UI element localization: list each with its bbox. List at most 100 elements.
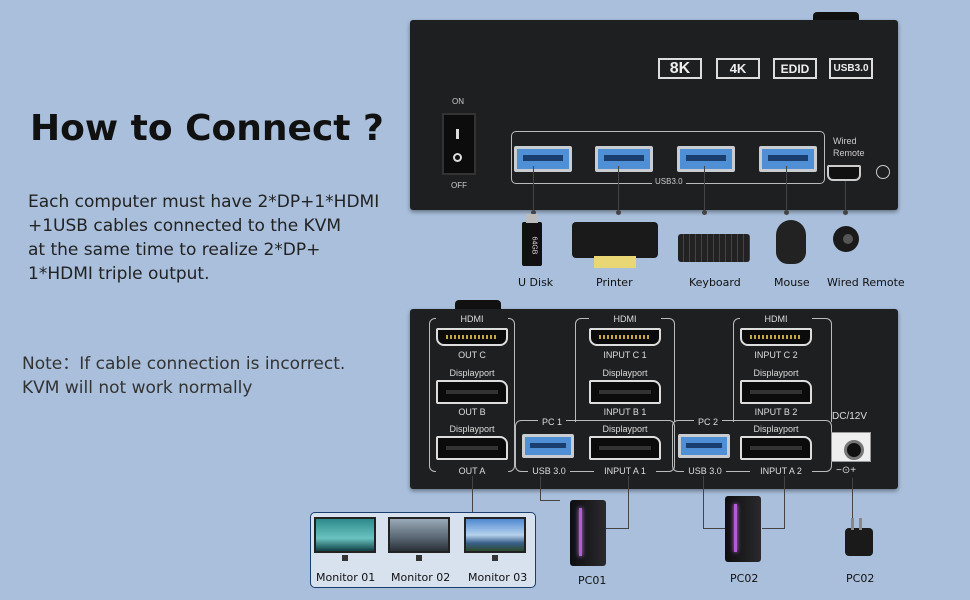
out-b-displayport[interactable] — [436, 380, 508, 404]
connector-dot — [702, 210, 707, 215]
monitor-stand — [342, 555, 348, 561]
hdmi-label: HDMI — [589, 314, 661, 324]
hdmi-label: HDMI — [436, 314, 508, 324]
displayport-label: Displayport — [753, 368, 799, 378]
dc-label: DC/12V — [832, 411, 868, 422]
wired-remote-icon — [833, 226, 859, 252]
connector-dot — [843, 210, 848, 215]
pc02-label: PC02 — [730, 572, 759, 585]
page-title: How to Connect ? — [30, 108, 384, 149]
on-indicator-icon — [456, 129, 459, 139]
out-a-displayport[interactable] — [436, 436, 508, 460]
printer-icon — [572, 222, 658, 268]
wired-remote-port[interactable] — [827, 165, 861, 181]
mouse-icon — [776, 220, 806, 264]
cable-line — [472, 476, 473, 512]
input-b1-displayport[interactable] — [589, 380, 661, 404]
printer-label: Printer — [596, 276, 633, 289]
wired-remote-label: Wired Remote — [827, 276, 905, 289]
cable-line — [784, 476, 785, 528]
monitor-stand — [416, 555, 422, 561]
note-line: KVM will not work normally — [22, 378, 253, 398]
input-a2-displayport[interactable] — [740, 436, 812, 460]
cable-line — [618, 166, 619, 214]
cable-line — [703, 528, 725, 529]
displayport-label: Displayport — [449, 368, 495, 378]
switch-off-label: OFF — [451, 181, 467, 190]
input-c1-hdmi-port[interactable] — [589, 328, 661, 346]
cable-line — [786, 166, 787, 214]
monitor-stand — [492, 555, 498, 561]
warning-note: Note：If cable connection is incorrect. K… — [22, 352, 345, 400]
front-usb-port[interactable] — [759, 146, 817, 172]
input-a1-label: INPUT A 1 — [594, 466, 656, 476]
cable-line — [704, 166, 705, 214]
cable-line — [533, 166, 534, 214]
mouse-label: Mouse — [774, 276, 810, 289]
displayport-label: Displayport — [753, 424, 799, 434]
input-c2-hdmi-port[interactable] — [740, 328, 812, 346]
monitor-icon — [314, 517, 376, 561]
dc-power-port[interactable] — [831, 432, 871, 462]
switch-on-label: ON — [452, 97, 464, 106]
usb30-label: USB 3.0 — [528, 466, 570, 476]
keyboard-icon — [678, 234, 750, 262]
monitor-icon — [464, 517, 526, 561]
usb-disk-icon: 64GB — [522, 214, 542, 266]
displayport-label: Displayport — [602, 424, 648, 434]
cable-line — [605, 528, 629, 529]
cable-line — [540, 476, 541, 500]
monitor-02-label: Monitor 02 — [391, 571, 451, 584]
4k-badge: 4K — [716, 58, 760, 79]
off-indicator-icon — [453, 153, 462, 162]
input-a2-label: INPUT A 2 — [750, 466, 812, 476]
power-adapter-label: PC02 — [846, 572, 875, 585]
front-usb-port[interactable] — [514, 146, 572, 172]
connector-dot — [531, 210, 536, 215]
8k-badge: 8K — [658, 58, 702, 79]
pc1-usb-port[interactable] — [522, 434, 574, 458]
usb-group-label: USB3.0 — [652, 177, 686, 186]
monitor-icon — [388, 517, 450, 561]
power-adapter-icon — [845, 518, 873, 556]
input-b2-displayport[interactable] — [740, 380, 812, 404]
monitor-03-label: Monitor 03 — [468, 571, 528, 584]
usb30-label: USB 3.0 — [684, 466, 726, 476]
input-c2-label: INPUT C 2 — [754, 350, 798, 360]
out-a-label: OUT A — [436, 466, 508, 476]
connector-dot — [616, 210, 621, 215]
pc2-label: PC 2 — [694, 417, 722, 427]
input-a1-displayport[interactable] — [589, 436, 661, 460]
monitor-01-label: Monitor 01 — [316, 571, 376, 584]
front-usb-port[interactable] — [595, 146, 653, 172]
pc2-usb-port[interactable] — [678, 434, 730, 458]
cable-line — [852, 478, 853, 518]
udisk-capacity: 64GB — [530, 236, 538, 255]
cable-line — [845, 181, 846, 214]
usb3-badge: USB3.0 — [829, 58, 873, 79]
displayport-label: Displayport — [602, 368, 648, 378]
hdmi-label: HDMI — [740, 314, 812, 324]
out-b-label: OUT B — [458, 407, 486, 417]
pc-tower-icon — [725, 496, 761, 562]
pc1-label: PC 1 — [538, 417, 566, 427]
cable-line — [628, 476, 629, 528]
pc-tower-icon — [570, 500, 606, 566]
dc-polarity-icon: −⊙+ — [836, 465, 857, 476]
input-b2-label: INPUT B 2 — [754, 407, 798, 417]
description-line: at the same time to realize 2*DP+ — [28, 240, 321, 260]
description-line: +1USB cables connected to the KVM — [28, 216, 341, 236]
power-switch[interactable] — [442, 113, 476, 175]
udisk-label: U Disk — [518, 276, 554, 289]
wired-remote-port-label: Remote — [833, 148, 865, 158]
status-led-icon — [876, 165, 890, 179]
note-line: Note：If cable connection is incorrect. — [22, 354, 346, 374]
front-usb-port[interactable] — [677, 146, 735, 172]
out-c-hdmi-port[interactable] — [436, 328, 508, 346]
description-line: Each computer must have 2*DP+1*HDMI — [28, 192, 380, 212]
cable-line — [762, 528, 785, 529]
out-c-label: OUT C — [458, 350, 486, 360]
description-line: 1*HDMI triple output. — [28, 264, 210, 284]
connector-dot — [784, 210, 789, 215]
cable-line — [703, 476, 704, 528]
